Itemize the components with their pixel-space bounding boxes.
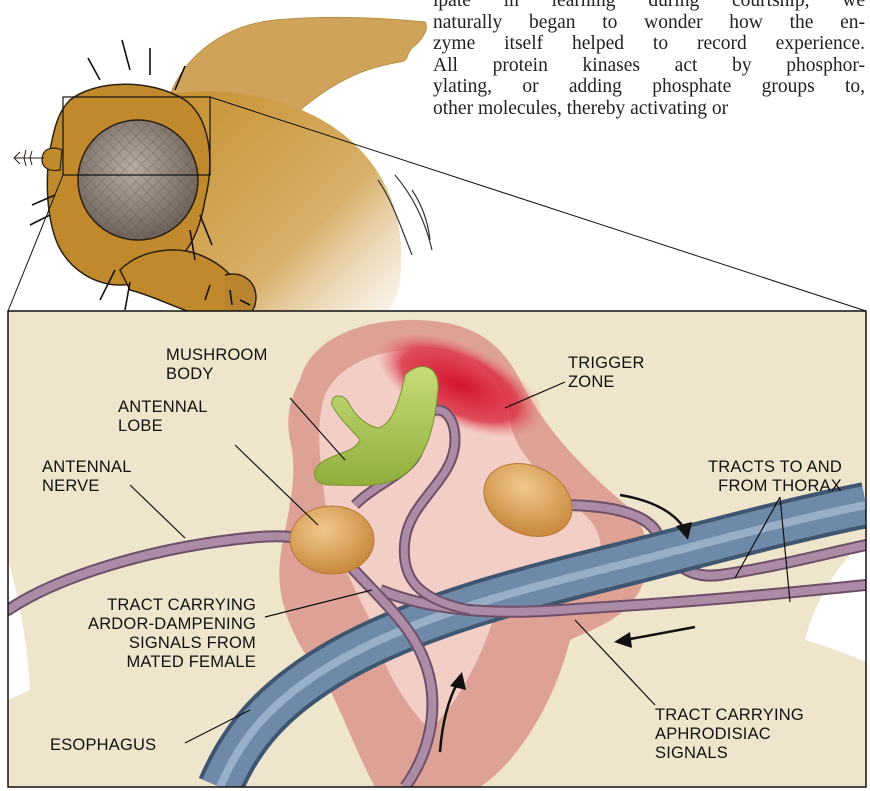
label-tracts-thorax: TRACTS TO AND FROM THORAX bbox=[680, 458, 842, 496]
label-antennal-lobe: ANTENNAL LOBE bbox=[118, 398, 208, 436]
article-text: ipate in learning during courtship, we n… bbox=[433, 0, 865, 119]
article-line: All protein kinases act by phosphor- bbox=[433, 55, 865, 77]
article-line: zyme itself helped to record experience. bbox=[433, 33, 865, 55]
label-trigger-zone: TRIGGER ZONE bbox=[568, 354, 645, 392]
fly-antenna bbox=[42, 148, 62, 170]
fly-arista bbox=[14, 150, 44, 166]
label-tract-aphrodisiac: TRACT CARRYING APHRODISIAC SIGNALS bbox=[655, 706, 804, 763]
article-line: ipate in learning during courtship, we bbox=[433, 0, 865, 12]
article-line: naturally began to wonder how the en- bbox=[433, 12, 865, 34]
antennal-lobe bbox=[290, 506, 374, 574]
article-line: other molecules, thereby activating or bbox=[433, 98, 865, 120]
label-tract-ardor: TRACT CARRYING ARDOR-DAMPENING SIGNALS F… bbox=[50, 596, 256, 672]
label-mushroom-body: MUSHROOM BODY bbox=[166, 346, 268, 384]
label-esophagus: ESOPHAGUS bbox=[50, 736, 156, 755]
label-antennal-nerve: ANTENNAL NERVE bbox=[42, 458, 132, 496]
article-line: ylating, or adding phosphate groups to, bbox=[433, 76, 865, 98]
